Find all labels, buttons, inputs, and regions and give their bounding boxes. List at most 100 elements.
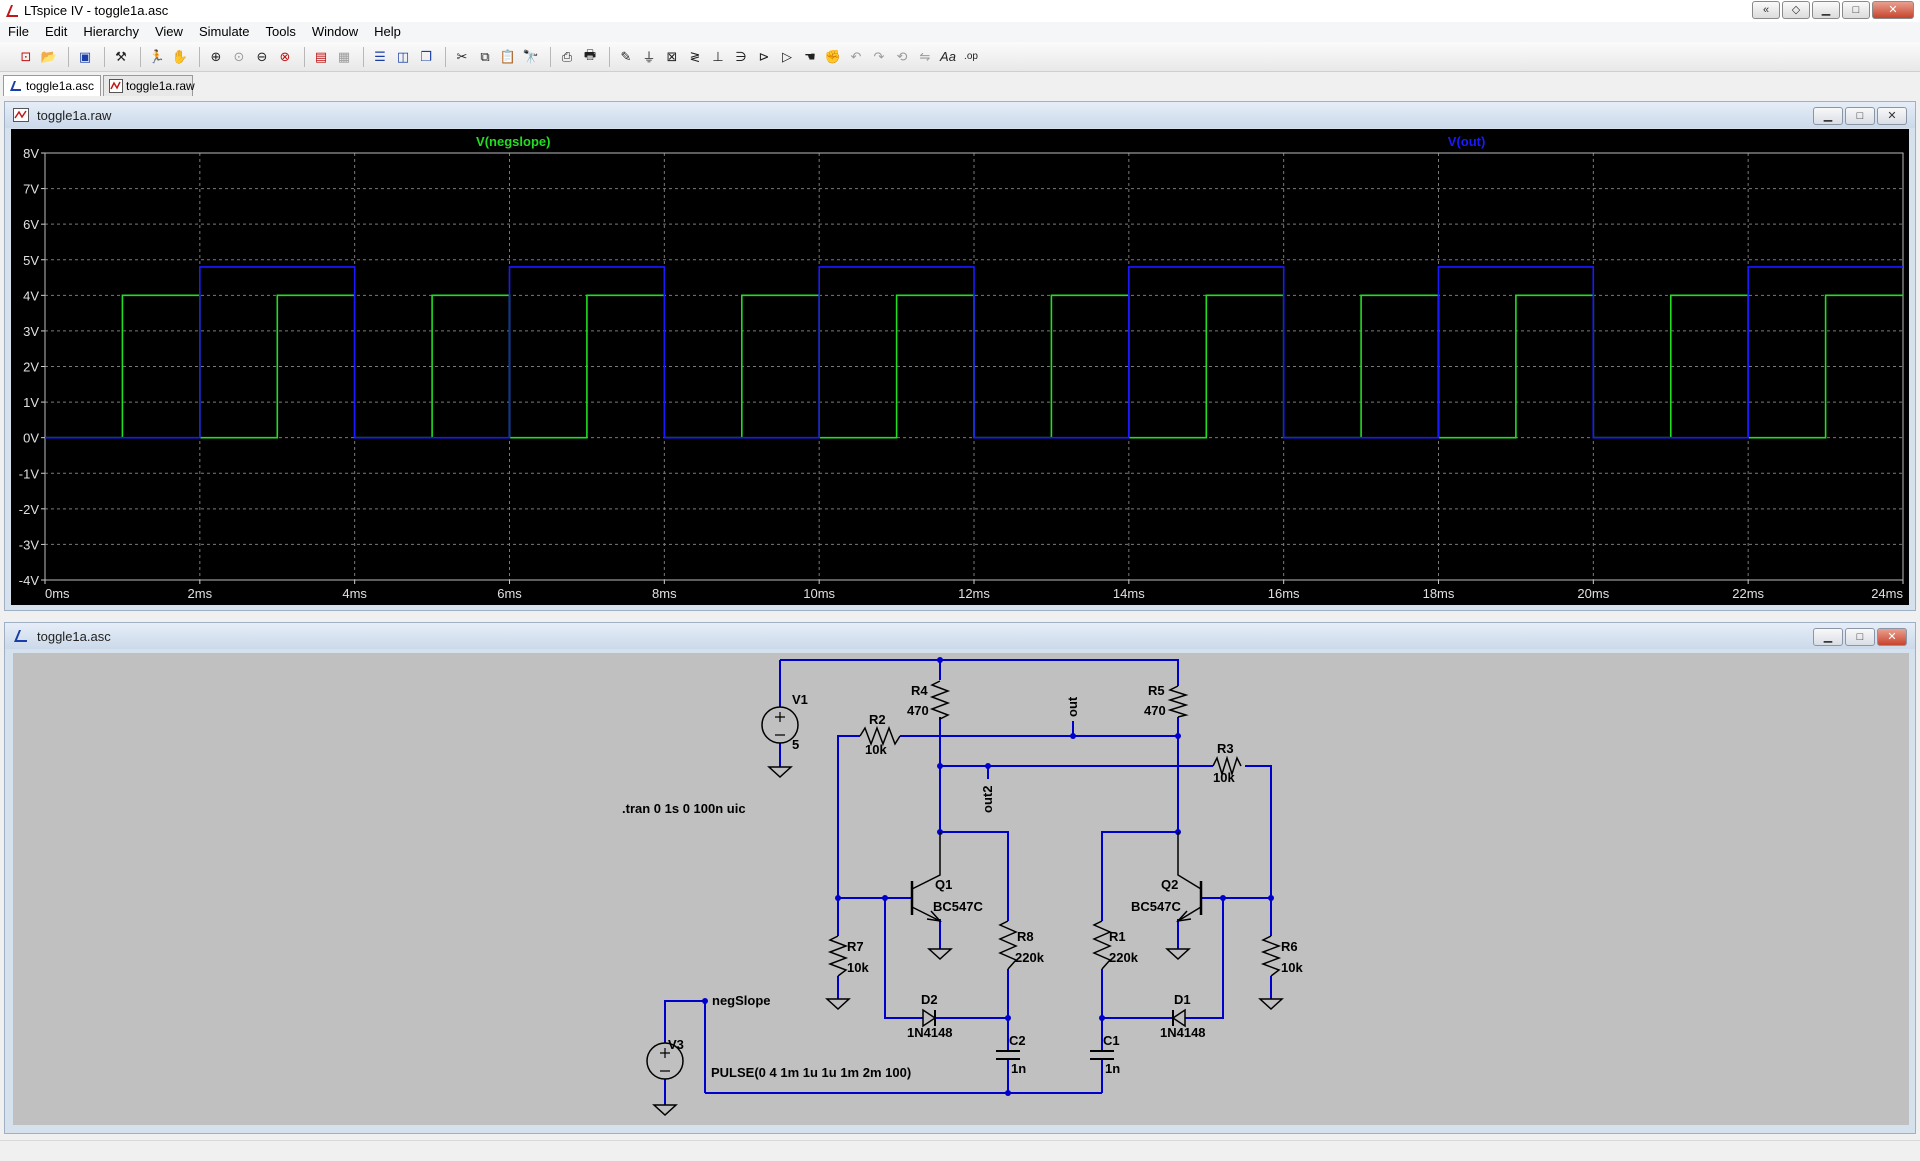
diode-d2[interactable] <box>922 1008 937 1028</box>
minimize-button[interactable]: ▁ <box>1812 1 1840 19</box>
spice-directive[interactable]: .tran 0 1s 0 100n uic <box>622 801 746 816</box>
tile-horizontal-icon[interactable]: ☰ <box>374 48 386 64</box>
plot-frame <box>44 152 1904 581</box>
y-tick-label: -2V <box>19 502 40 517</box>
x-tick-label: 2ms <box>188 586 213 601</box>
close-button[interactable]: ✕ <box>1877 628 1907 646</box>
menu-hierarchy[interactable]: Hierarchy <box>83 24 139 39</box>
close-button[interactable]: ✕ <box>1872 1 1914 19</box>
minimize-button[interactable]: ▁ <box>1813 107 1843 125</box>
resistor-r7[interactable] <box>827 935 849 977</box>
trace-label[interactable]: V(out) <box>1448 134 1486 149</box>
rotate-icon[interactable]: ⟲ <box>896 48 908 64</box>
back-button[interactable]: « <box>1752 1 1780 19</box>
schematic-window-title-bar[interactable]: toggle1a.asc ▁ □ ✕ <box>5 623 1915 649</box>
resistor-r4[interactable] <box>929 680 951 721</box>
value-v1: 5 <box>792 737 799 752</box>
move-icon[interactable]: ☚ <box>804 48 816 64</box>
autorange-icon[interactable]: ▤ <box>314 48 328 64</box>
mirror-icon[interactable]: ⇋ <box>919 48 931 64</box>
voltage-source-v3[interactable] <box>646 1042 684 1080</box>
net-label-negslope[interactable]: negSlope <box>712 993 771 1008</box>
save-icon[interactable]: ▣ <box>78 48 92 64</box>
ref-r2: R2 <box>869 712 886 727</box>
tab-toggle1a-asc[interactable]: toggle1a.asc <box>3 75 101 96</box>
copy-icon[interactable]: ⧉ <box>480 48 490 64</box>
zoom-pan-icon[interactable]: ⊙ <box>233 48 245 64</box>
redo-icon[interactable]: ↷ <box>873 48 885 64</box>
toolbar: ⊡ 📂 ▣ ⚒ 🏃 ✋ ⊕ ⊙ ⊖ ⊗ ▤ ▦ ☰ ◫ ❐ ✂ ⧉ 📋 🔭 ⎙ … <box>0 42 1920 72</box>
net-label-out2[interactable]: out2 <box>980 786 995 813</box>
schematic-canvas[interactable]: V1 5 R4 470 R5 470 R2 10k R3 10k Q1 BC54… <box>13 653 1909 1125</box>
resistor-icon[interactable]: ≷ <box>689 48 701 64</box>
cascade-icon[interactable]: ❐ <box>420 48 432 64</box>
print-icon[interactable]: ⎙ <box>561 48 573 64</box>
junction-dot <box>1268 895 1274 901</box>
maximize-button[interactable]: □ <box>1842 1 1870 19</box>
find-icon[interactable]: 🔭 <box>522 48 540 64</box>
capacitor-icon[interactable]: ⊥ <box>712 48 724 64</box>
value-r2: 10k <box>865 742 887 757</box>
resistor-r3[interactable] <box>1212 755 1242 777</box>
menu-file[interactable]: File <box>8 24 29 39</box>
ltspice-logo-icon <box>6 5 18 17</box>
capacitor-c1[interactable] <box>1090 1050 1114 1060</box>
transistor-q2[interactable] <box>1176 832 1203 923</box>
menu-help[interactable]: Help <box>374 24 401 39</box>
diode-d1[interactable] <box>1171 1008 1186 1028</box>
ref-d2: D2 <box>921 992 938 1007</box>
y-tick-label: -3V <box>19 537 40 552</box>
inductor-icon[interactable]: ∋ <box>735 48 747 64</box>
component-icon[interactable]: ▷ <box>782 48 792 64</box>
drag-icon[interactable]: ✊ <box>824 48 842 64</box>
x-tick-label: 24ms <box>1871 586 1903 601</box>
tile-vertical-icon[interactable]: ◫ <box>396 48 410 64</box>
spice-directive-icon[interactable]: .op <box>964 51 978 62</box>
zoom-out-icon[interactable]: ⊖ <box>256 48 268 64</box>
menu-window[interactable]: Window <box>311 24 359 39</box>
menu-tools[interactable]: Tools <box>265 24 296 39</box>
trace-v-out[interactable] <box>45 266 1903 439</box>
diode-icon[interactable]: ⊳ <box>758 48 770 64</box>
capacitor-c2[interactable] <box>996 1050 1020 1060</box>
ground-icon[interactable]: ⏚ <box>642 50 656 65</box>
menu-simulate[interactable]: Simulate <box>198 24 250 39</box>
maximize-button[interactable]: □ <box>1845 107 1875 125</box>
restore-app-button[interactable]: ◇ <box>1782 1 1810 19</box>
menu-edit[interactable]: Edit <box>44 24 68 39</box>
minimize-button[interactable]: ▁ <box>1813 628 1843 646</box>
x-tick-label: 16ms <box>1268 586 1300 601</box>
resistor-r1[interactable] <box>1092 920 1112 970</box>
run-icon[interactable]: 🏃 <box>148 48 166 64</box>
print-setup-icon[interactable]: 🖶 <box>583 46 597 62</box>
resistor-r6[interactable] <box>1260 935 1282 977</box>
halt-icon[interactable]: ✋ <box>171 48 189 64</box>
net-label-out[interactable]: out <box>1065 696 1080 717</box>
cut-icon[interactable]: ✂ <box>456 48 468 64</box>
maximize-button[interactable]: □ <box>1845 628 1875 646</box>
junction-dot <box>1099 1015 1105 1021</box>
schematic-window-controls: ▁ □ ✕ <box>1813 628 1907 646</box>
zoom-in-icon[interactable]: ⊕ <box>210 48 222 64</box>
menu-view[interactable]: View <box>154 24 183 39</box>
text-icon[interactable]: Aa <box>940 49 956 64</box>
undo-icon[interactable]: ↶ <box>850 48 862 64</box>
close-button[interactable]: ✕ <box>1877 107 1907 125</box>
zoom-fit-icon[interactable]: ⊗ <box>279 48 291 64</box>
resistor-r2[interactable] <box>859 725 901 747</box>
resistor-r5[interactable] <box>1167 685 1189 718</box>
trace-label[interactable]: V(negslope) <box>476 134 550 149</box>
wire-icon[interactable]: ✎ <box>620 48 632 64</box>
resistor-r8[interactable] <box>998 920 1018 970</box>
waveform-window-title-bar[interactable]: toggle1a.raw ▁ □ ✕ <box>5 102 1915 128</box>
voltage-source-v1[interactable] <box>761 706 799 744</box>
control-panel-icon[interactable]: ⚒ <box>115 48 127 64</box>
paste-icon[interactable]: 📋 <box>499 48 517 64</box>
grid-icon[interactable]: ▦ <box>337 48 351 64</box>
tab-toggle1a-raw[interactable]: toggle1a.raw <box>103 75 195 96</box>
new-schematic-icon[interactable]: ⊡ <box>20 48 32 64</box>
label-net-icon[interactable]: ⊠ <box>666 48 678 64</box>
open-icon[interactable]: 📂 <box>40 48 58 64</box>
transistor-q1[interactable] <box>910 832 942 923</box>
